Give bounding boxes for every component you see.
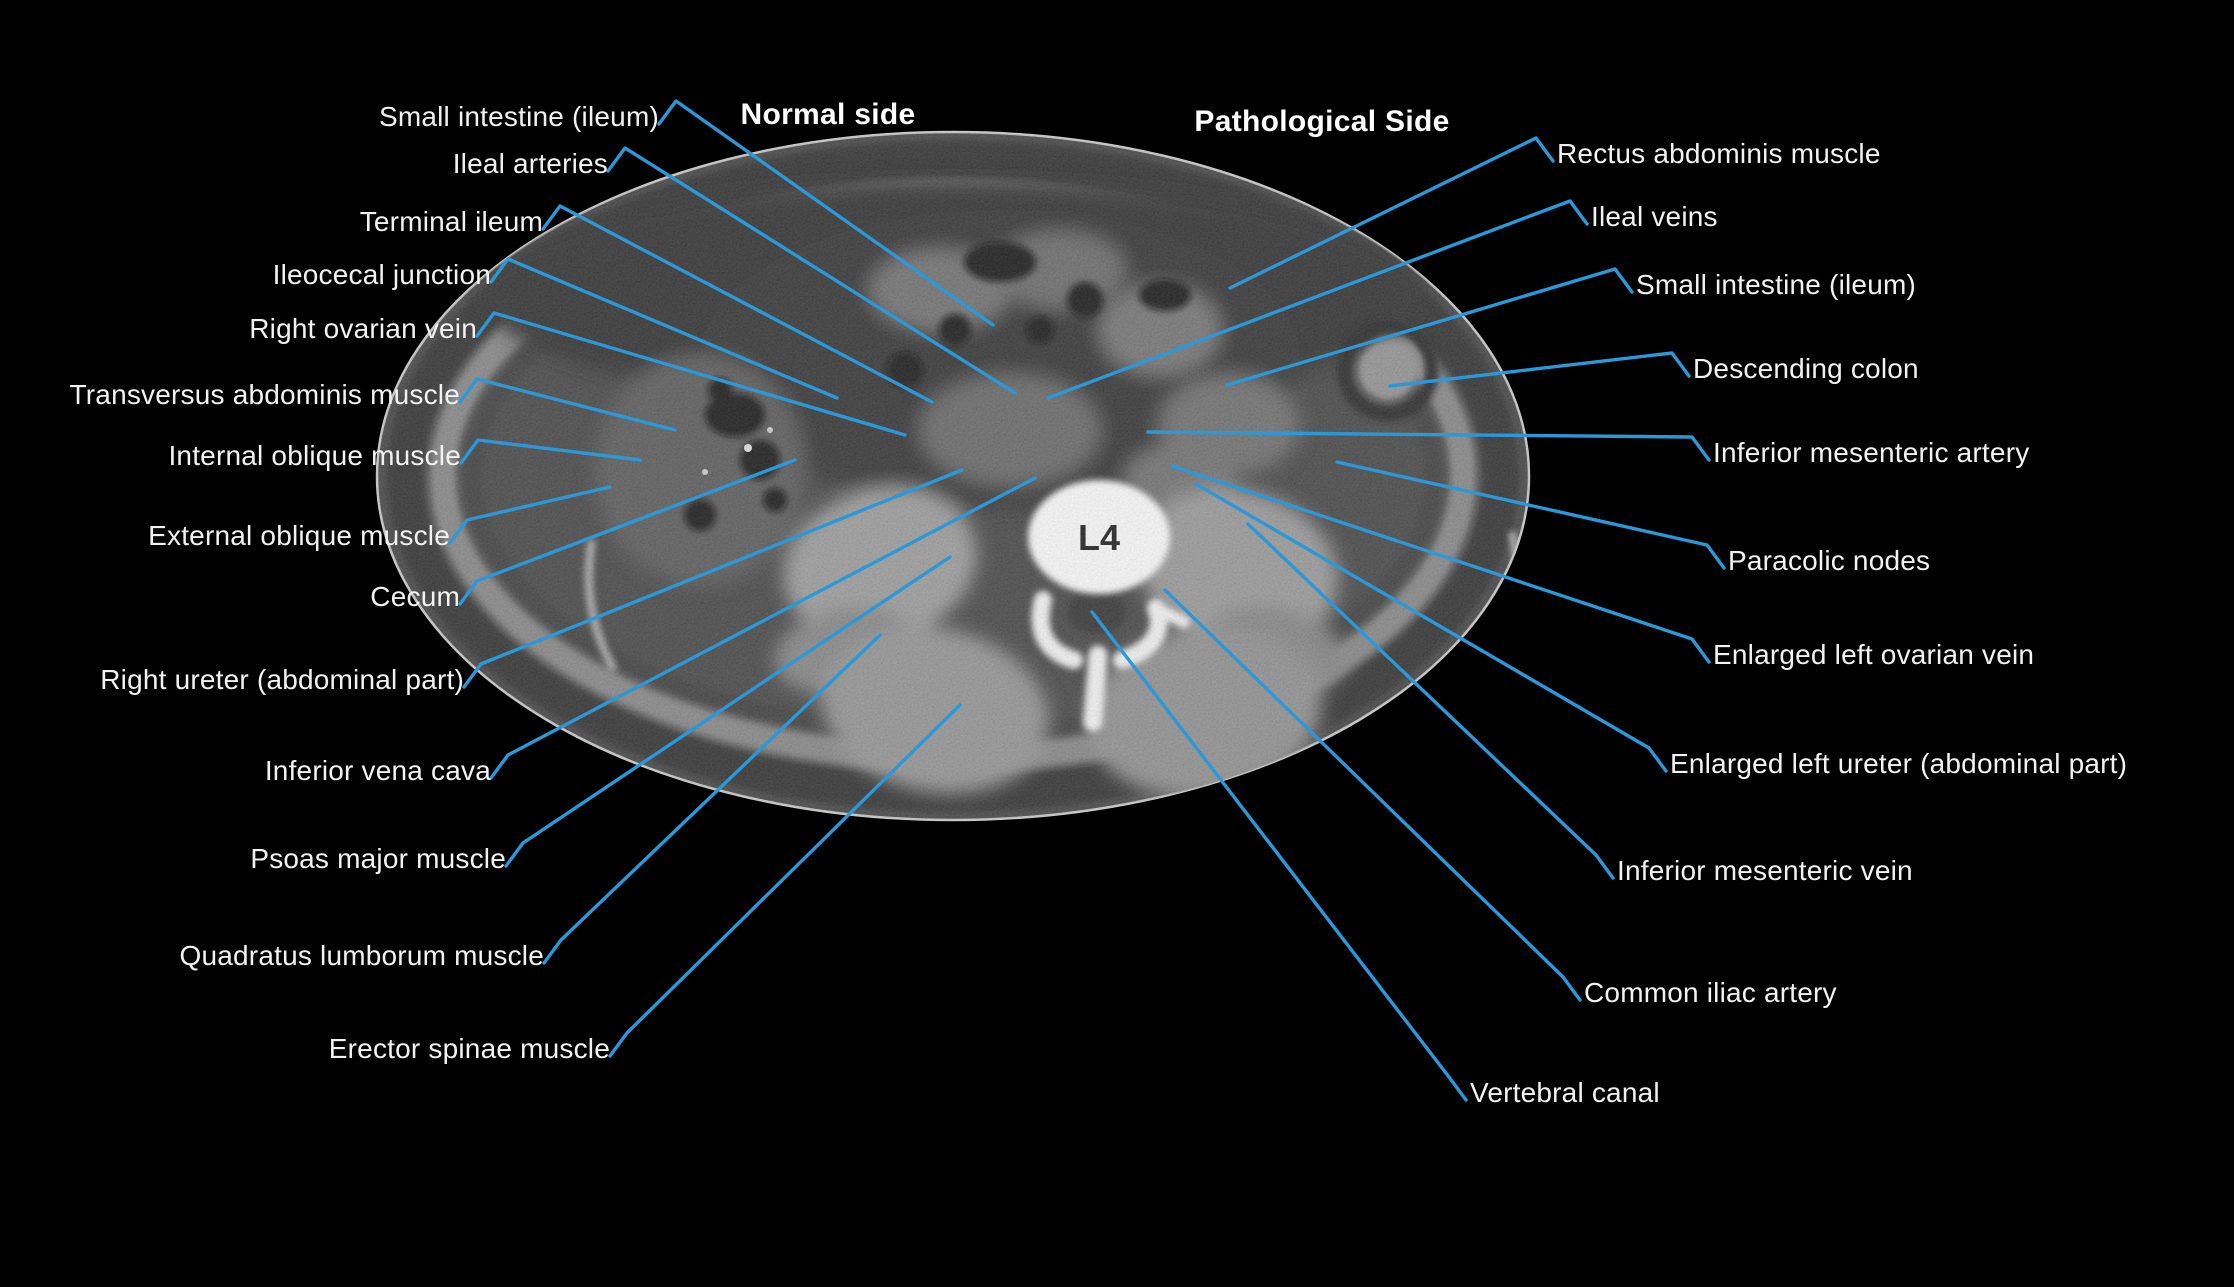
label-ileal-arteries: Ileal arteries [452,148,608,179]
header-pathological-side: Pathological Side [1194,105,1450,138]
label-rectus-abdominis: Rectus abdominis muscle [1557,138,1881,169]
ct-noise-texture [377,132,1529,820]
label-right-ovarian-vein: Right ovarian vein [249,313,477,344]
label-descending-colon: Descending colon [1693,353,1919,384]
label-vertebral-canal: Vertebral canal [1470,1077,1660,1108]
label-ileocecal-junction: Ileocecal junction [272,259,491,290]
label-ileal-veins: Ileal veins [1591,201,1718,232]
label-enlarged-left-ovarian-vein: Enlarged left ovarian vein [1713,639,2035,670]
label-transversus-abdominis: Transversus abdominis muscle [69,379,460,410]
label-quadratus-lumborum: Quadratus lumborum muscle [179,940,544,971]
label-paracolic-nodes: Paracolic nodes [1728,545,1931,576]
label-psoas-major: Psoas major muscle [250,843,506,874]
label-inferior-mesenteric-vein: Inferior mesenteric vein [1617,855,1913,886]
label-right-ureter: Right ureter (abdominal part) [100,664,464,695]
label-external-oblique: External oblique muscle [148,520,450,551]
label-cecum: Cecum [370,581,460,612]
label-small-intestine-ileum-right: Small intestine (ileum) [1636,269,1917,300]
label-erector-spinae: Erector spinae muscle [328,1033,610,1064]
label-inferior-vena-cava: Inferior vena cava [264,755,491,786]
header-normal-side: Normal side [740,98,916,131]
label-enlarged-left-ureter: Enlarged left ureter (abdominal part) [1670,748,2128,779]
label-terminal-ileum: Terminal ileum [359,206,543,237]
label-internal-oblique: Internal oblique muscle [168,440,461,471]
label-inferior-mesenteric-artery: Inferior mesenteric artery [1713,437,2030,468]
label-small-intestine-ileum-left: Small intestine (ileum) [378,101,659,132]
label-common-iliac-artery: Common iliac artery [1584,977,1837,1008]
